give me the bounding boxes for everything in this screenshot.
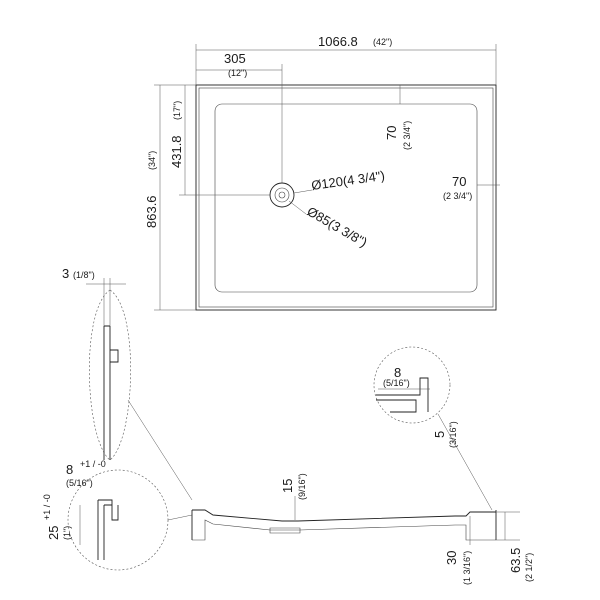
- drain-outer-leader: [293, 189, 313, 194]
- section-profile-top: [192, 509, 496, 522]
- flange-profile: [103, 325, 119, 460]
- height-in: (1"): [62, 526, 72, 540]
- width-mm: 1066.8: [318, 34, 358, 49]
- tray-inner-basin: [214, 103, 478, 293]
- flange-mm: 3: [62, 266, 69, 281]
- flange-detail-boundary: [89, 289, 131, 461]
- right-lip-in: (5/16"): [383, 378, 410, 388]
- height-mm: 25: [46, 526, 61, 540]
- rim-right-mm: 70: [452, 174, 466, 189]
- rim-step-to-section-leader: [437, 413, 493, 511]
- height-tol: +1 / -0: [42, 494, 52, 520]
- rim-top-mm: 70: [384, 126, 399, 140]
- top-view: 1066.8 (42") 305 (12") 863.6 (34") 431.8…: [144, 34, 500, 311]
- lip-tol: +1 / -0: [80, 459, 106, 469]
- flange-detail: 3 (1/8"): [62, 266, 193, 501]
- drain-inner-circle: [274, 187, 290, 203]
- rim-top-in: (2 3/4"): [402, 121, 412, 150]
- right-step-mm: 5: [432, 431, 447, 438]
- section-view: 15 (9/16") 30 (1 3/16") 63.5 (2 1/2"): [191, 473, 534, 585]
- tray-outer-offset: [198, 87, 494, 308]
- rim-step-profile: [376, 377, 429, 413]
- section-profile-bottom: [192, 519, 496, 541]
- drain-inner-label: Ø85(3 3/8"): [305, 204, 370, 250]
- slope-mm: 15: [280, 479, 295, 493]
- edge-in: (1 3/16"): [462, 551, 472, 585]
- edge-mm: 30: [444, 551, 459, 565]
- lip-in: (5/16"): [66, 478, 93, 488]
- tray-outer-outline: [195, 84, 497, 311]
- drain-outer-label: Ø120(4 3/4"): [310, 168, 385, 193]
- depth-in: (34"): [147, 151, 157, 170]
- drain-section-marker: [269, 527, 301, 534]
- drain-inner-leader: [288, 200, 307, 215]
- width-in: (42"): [373, 37, 392, 47]
- drain-x-mm: 305: [224, 51, 246, 66]
- right-step-in: (3/16"): [448, 421, 458, 448]
- drain-y-mm: 431.8: [169, 135, 184, 168]
- drain-x-in: (12"): [228, 68, 247, 78]
- drain-core: [278, 191, 286, 199]
- flange-in: (1/8"): [73, 270, 95, 280]
- right-lip-mm: 8: [394, 365, 401, 380]
- slope-in: (9/16"): [297, 473, 307, 500]
- drain-outer-circle: [269, 182, 295, 208]
- drain-y-in: (17"): [172, 101, 182, 120]
- rim-right-in: (2 3/4"): [443, 191, 472, 201]
- lip-mm: 8: [66, 462, 73, 477]
- edge-lip-detail: 8 +1 / -0 (5/16") 25 +1 / -0 (1"): [42, 459, 193, 571]
- total-in: (2 1/2"): [524, 553, 534, 582]
- rim-step-detail-boundary: [373, 346, 451, 424]
- total-mm: 63.5: [508, 548, 523, 573]
- flange-to-section-leader: [127, 399, 193, 501]
- edge-lip-profile: [97, 499, 119, 560]
- rim-step-detail: 8 (5/16") 5 (3/16"): [373, 346, 493, 511]
- depth-mm: 863.6: [144, 195, 159, 228]
- edge-lip-to-section-leader: [167, 514, 193, 521]
